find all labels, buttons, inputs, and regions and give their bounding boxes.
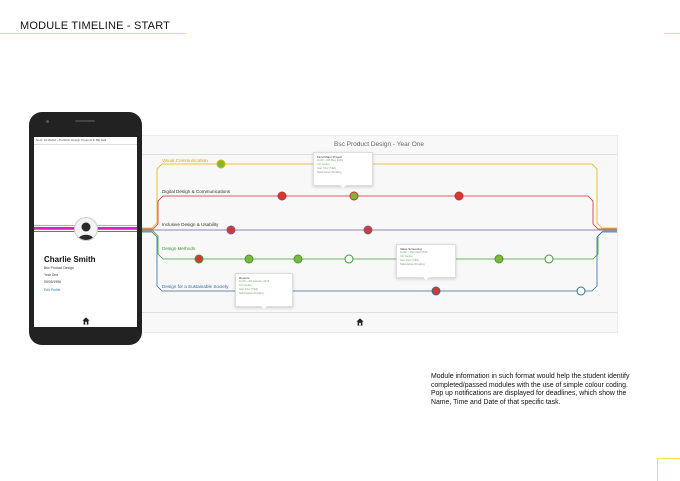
corner-mark-bottom-right bbox=[657, 458, 680, 481]
module-node[interactable] bbox=[344, 254, 354, 264]
edit-profile-link[interactable]: Edit Profile bbox=[44, 288, 61, 292]
panel-footer-divider bbox=[141, 312, 617, 313]
module-node[interactable] bbox=[431, 286, 441, 296]
phone-screen: Next: 10:00AM – Portfolio Design Project… bbox=[34, 137, 137, 327]
popup-status: Submission Pending bbox=[239, 292, 264, 295]
profile-name: Charlie Smith bbox=[44, 255, 96, 264]
popup-time: 11:00 – 15th April 2019 bbox=[400, 251, 428, 254]
lane-line-design-methods bbox=[141, 230, 617, 260]
browser-bar: Next: 10:00AM – Portfolio Design Project… bbox=[34, 137, 137, 145]
lane-line-digital-design bbox=[141, 195, 617, 230]
popup-room: CC Centre bbox=[317, 163, 330, 166]
popup-status: Submission Pending bbox=[400, 263, 425, 266]
module-node[interactable] bbox=[293, 254, 303, 264]
popup-room: CC Centre bbox=[239, 284, 252, 287]
panel-header-divider bbox=[141, 154, 617, 155]
module-node[interactable] bbox=[544, 254, 554, 264]
lane-label-visual-communication: Visual Communication bbox=[162, 158, 208, 163]
camera-dot bbox=[46, 120, 49, 123]
lane-line-visual-communication bbox=[141, 163, 617, 229]
module-node[interactable] bbox=[349, 191, 359, 201]
popup-tutor: Ivan Cruz (TE4) bbox=[400, 259, 419, 262]
popup-title: Final Major Project bbox=[317, 155, 343, 159]
popup-time: 11:00 – 6th May 2019 bbox=[317, 159, 343, 162]
lane-label-design-methods: Design Methods bbox=[162, 246, 196, 251]
corner-mark-top-right bbox=[664, 33, 680, 34]
avatar[interactable] bbox=[74, 217, 98, 241]
deadline-popup[interactable]: Final Major Project 11:00 – 6th May 2019… bbox=[313, 152, 373, 188]
profile-date: 09/03/1996 bbox=[44, 280, 61, 284]
title-underline bbox=[0, 33, 186, 34]
speaker-grille bbox=[75, 120, 95, 122]
profile-year: Year One bbox=[44, 273, 59, 277]
module-node[interactable] bbox=[244, 254, 254, 264]
page-title: MODULE TIMELINE - START bbox=[20, 20, 171, 32]
deadline-popup[interactable]: Reports 11:00 – 6th January 2019 CC Cent… bbox=[235, 273, 293, 309]
popup-title: Value Screening bbox=[400, 247, 422, 251]
module-node[interactable] bbox=[277, 191, 287, 201]
popup-room: CC Centre bbox=[400, 255, 413, 258]
popup-tutor: Ivan Cruz (TE4) bbox=[239, 288, 258, 291]
timeline-chart bbox=[141, 159, 617, 296]
popup-tutor: Ivan Cruz (TE4) bbox=[317, 167, 336, 170]
deadline-popup[interactable]: Value Screening 11:00 – 15th April 2019 … bbox=[396, 244, 456, 280]
module-node[interactable] bbox=[194, 254, 204, 264]
profile-course: Bsc Product Design bbox=[44, 266, 74, 270]
module-node[interactable] bbox=[216, 159, 226, 169]
home-icon[interactable] bbox=[356, 318, 364, 326]
lane-label-digital-design: Digital Design & Communications bbox=[162, 189, 231, 194]
module-node[interactable] bbox=[494, 254, 504, 264]
popup-time: 11:00 – 6th January 2019 bbox=[239, 280, 270, 283]
module-node[interactable] bbox=[454, 191, 464, 201]
module-node[interactable] bbox=[363, 225, 373, 235]
timeline-panel: Bsc Product Design - Year One Visual Com… bbox=[140, 135, 618, 333]
popup-title: Reports bbox=[239, 276, 250, 280]
module-node[interactable] bbox=[226, 225, 236, 235]
module-node[interactable] bbox=[576, 286, 586, 296]
popup-status: Submission Pending bbox=[317, 171, 342, 174]
lane-line-sustainable-society bbox=[141, 231, 617, 292]
phone-mockup: Next: 10:00AM – Portfolio Design Project… bbox=[29, 112, 142, 345]
panel-header: Bsc Product Design - Year One bbox=[334, 141, 424, 148]
description-text: Module information in such format would … bbox=[431, 373, 630, 406]
user-icon bbox=[78, 222, 94, 240]
lane-label-inclusive-design: Inclusive Design & Usability bbox=[162, 222, 219, 227]
lane-label-sustainable-society: Design for a Sustainable Society bbox=[162, 284, 229, 289]
home-icon[interactable] bbox=[82, 317, 90, 325]
